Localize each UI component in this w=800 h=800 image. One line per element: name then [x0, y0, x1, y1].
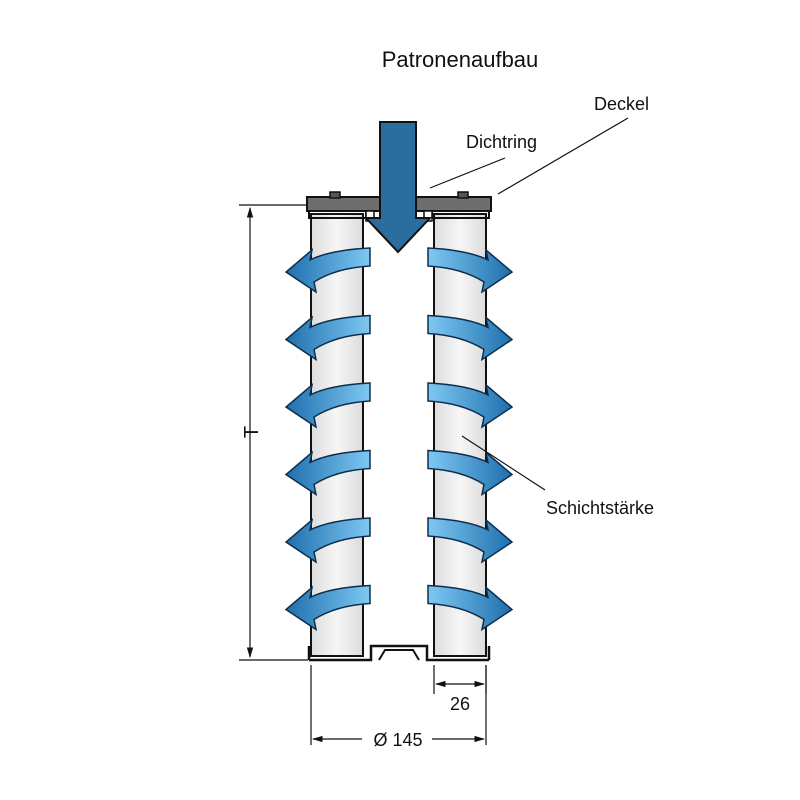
seal-left [329, 191, 341, 199]
flow-arrow-left-icon [284, 314, 371, 362]
flow-arrow-right-icon [427, 584, 514, 632]
leader-deckel [497, 117, 629, 195]
flow-arrow-right-icon [427, 449, 514, 497]
flow-arrow-right-icon [427, 247, 514, 294]
flow-arrows [284, 247, 514, 632]
flow-arrow-left-icon [284, 584, 371, 632]
dimension-layer-thickness: 26 [433, 665, 487, 714]
bottom-outline [309, 644, 489, 662]
label-deckel: Deckel [594, 94, 649, 114]
left-filter-wall [310, 213, 364, 657]
bottom-plate [307, 644, 491, 662]
leader-lines [429, 117, 629, 491]
dimension-diameter-label: Ø 145 [373, 730, 422, 750]
diagram-title: Patronenaufbau [382, 47, 539, 72]
dimension-height: T [239, 204, 308, 661]
flow-arrow-left-icon [284, 517, 371, 564]
dimension-height-label: T [241, 426, 263, 438]
label-dichtring: Dichtring [466, 132, 537, 152]
flow-arrow-right-icon [427, 382, 514, 429]
seal-right [457, 191, 469, 199]
flow-arrow-left-icon [284, 247, 371, 294]
flow-arrow-right-icon [427, 314, 514, 362]
label-schichtstaerke: Schichtstärke [546, 498, 654, 518]
flow-arrow-left-icon [284, 382, 371, 429]
flow-arrow-left-icon [284, 449, 371, 497]
leader-dichtring [429, 157, 506, 189]
inlet-arrow-icon [363, 121, 433, 254]
dimension-layer-label: 26 [450, 694, 470, 714]
bottom-connector [378, 649, 420, 661]
right-filter-wall [433, 213, 487, 657]
dimension-diameter: Ø 145 [310, 665, 487, 750]
flow-arrow-right-icon [427, 517, 514, 564]
filter-walls [310, 213, 487, 657]
leader-schichtstaerke [461, 435, 546, 491]
